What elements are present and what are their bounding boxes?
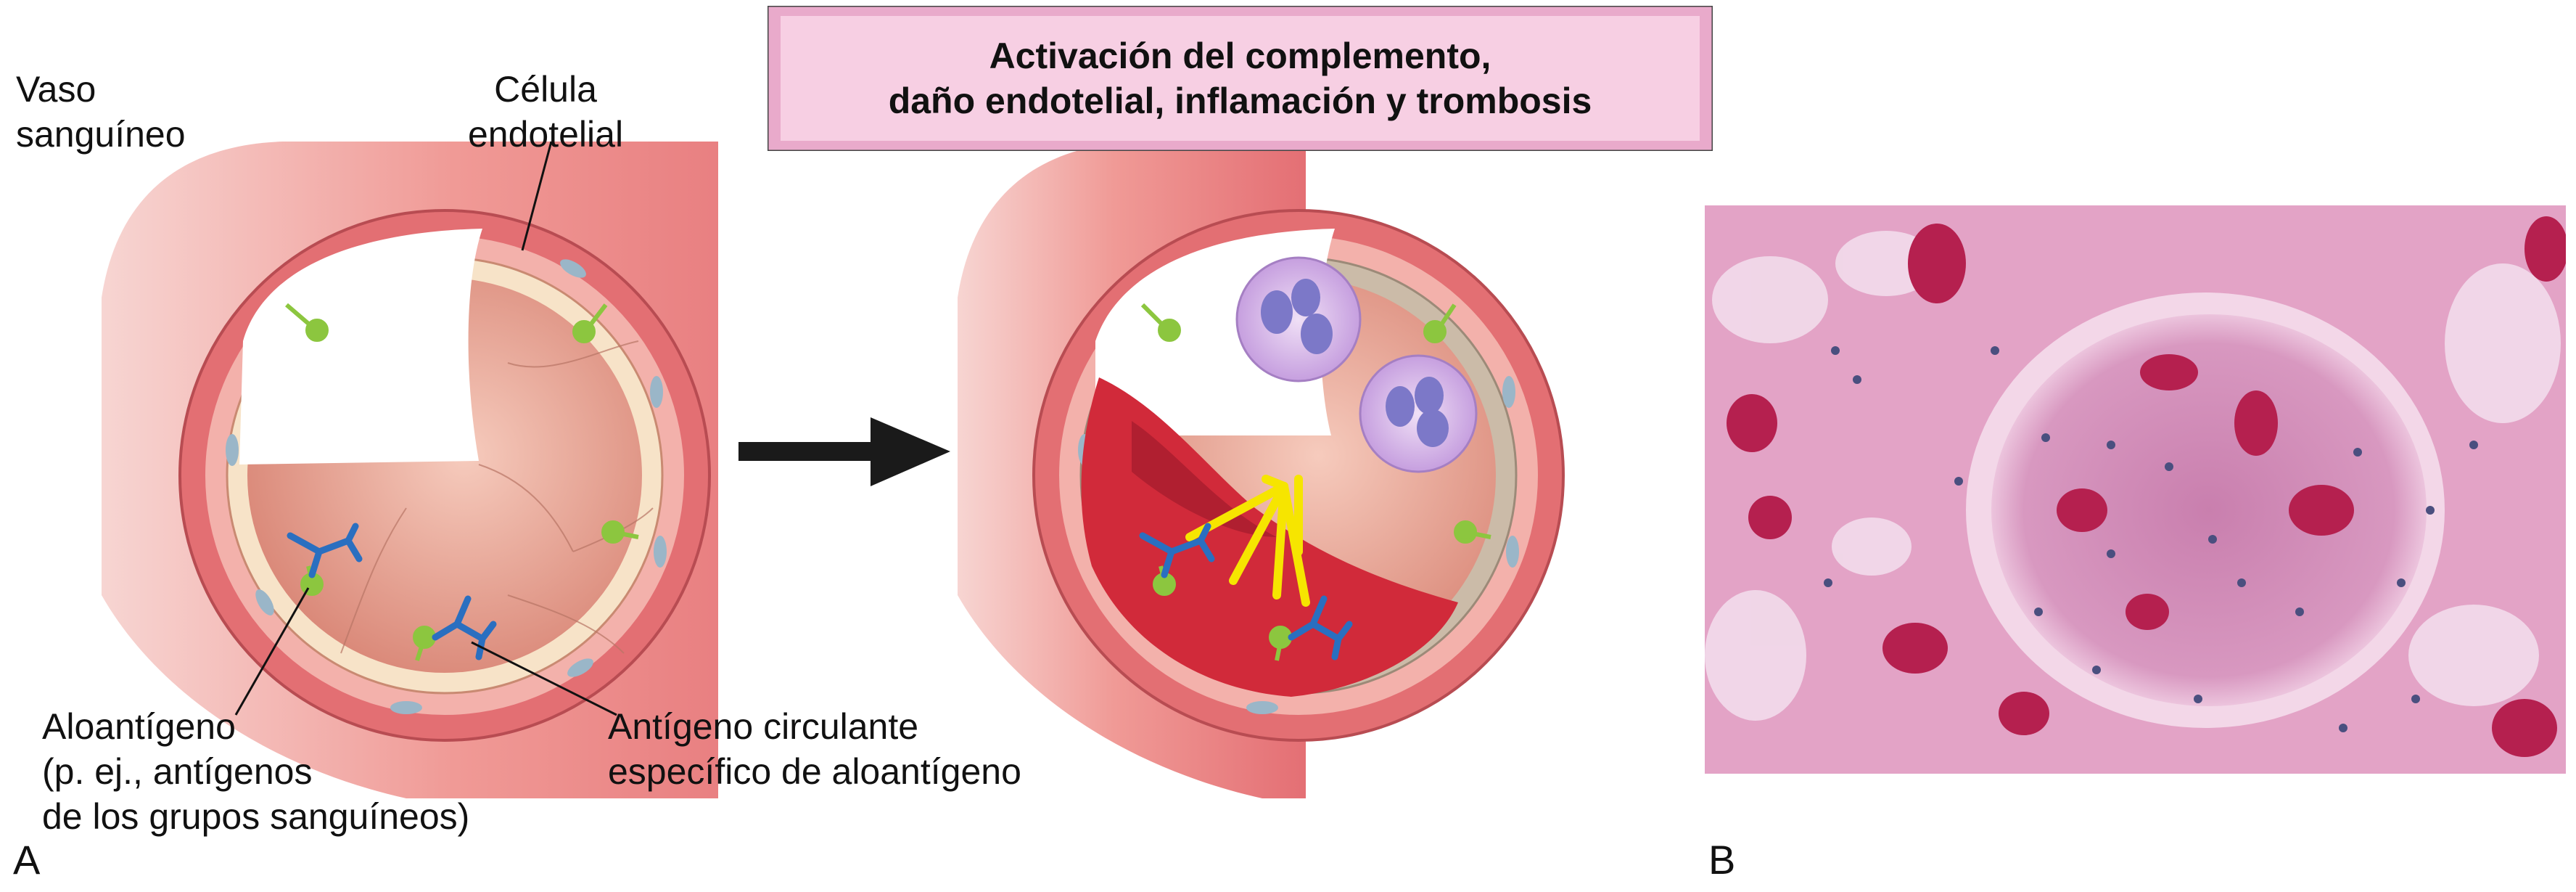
transition-arrow [738,417,950,486]
label-celula-endotelial: Célula endotelial [468,67,623,157]
alloantigens [1140,303,1491,661]
banner-line-2: daño endotelial, inflamación y trombosis [888,81,1592,121]
leader-lines [234,141,617,716]
antibodies [1139,523,1353,660]
panel-letter-a: A [13,837,41,883]
alloantigens [285,303,639,661]
neutrophils [1235,256,1478,473]
glomerulus [1991,314,2427,706]
cell-nuclei [1824,346,2478,732]
banner-line-1: Activación del complemento, [989,36,1491,76]
panel-letter-b: B [1708,837,1736,883]
label-line: (p. ej., antígenos [42,751,313,792]
red-blood-cell-clusters [1727,216,2566,757]
label-anticuerpo: Antígeno circulante específico de aloant… [608,704,1021,794]
label-aloantigeno: Aloantígeno (p. ej., antígenos de los gr… [42,704,469,839]
antibodies [287,523,497,660]
histology-micrograph [1705,205,2566,774]
banner-frame [768,6,1713,151]
label-line: Vaso [16,69,96,110]
process-banner: Activación del complemento, daño endotel… [768,6,1713,151]
lumen-opening [239,229,482,465]
thrombus [1081,377,1458,697]
vessel-normal [102,141,907,809]
platelets [1185,475,1310,607]
vessel-damaged [958,142,1565,798]
label-line: sanguíneo [16,114,186,155]
label-line: Antígeno circulante [608,706,919,747]
label-vaso-sanguineo: Vaso sanguíneo [16,67,186,157]
label-line: específico de aloantígeno [608,751,1021,792]
label-line: Aloantígeno [42,706,236,747]
label-line: endotelial [468,114,624,155]
label-line: Célula [494,69,597,110]
label-line: de los grupos sanguíneos) [42,796,470,837]
